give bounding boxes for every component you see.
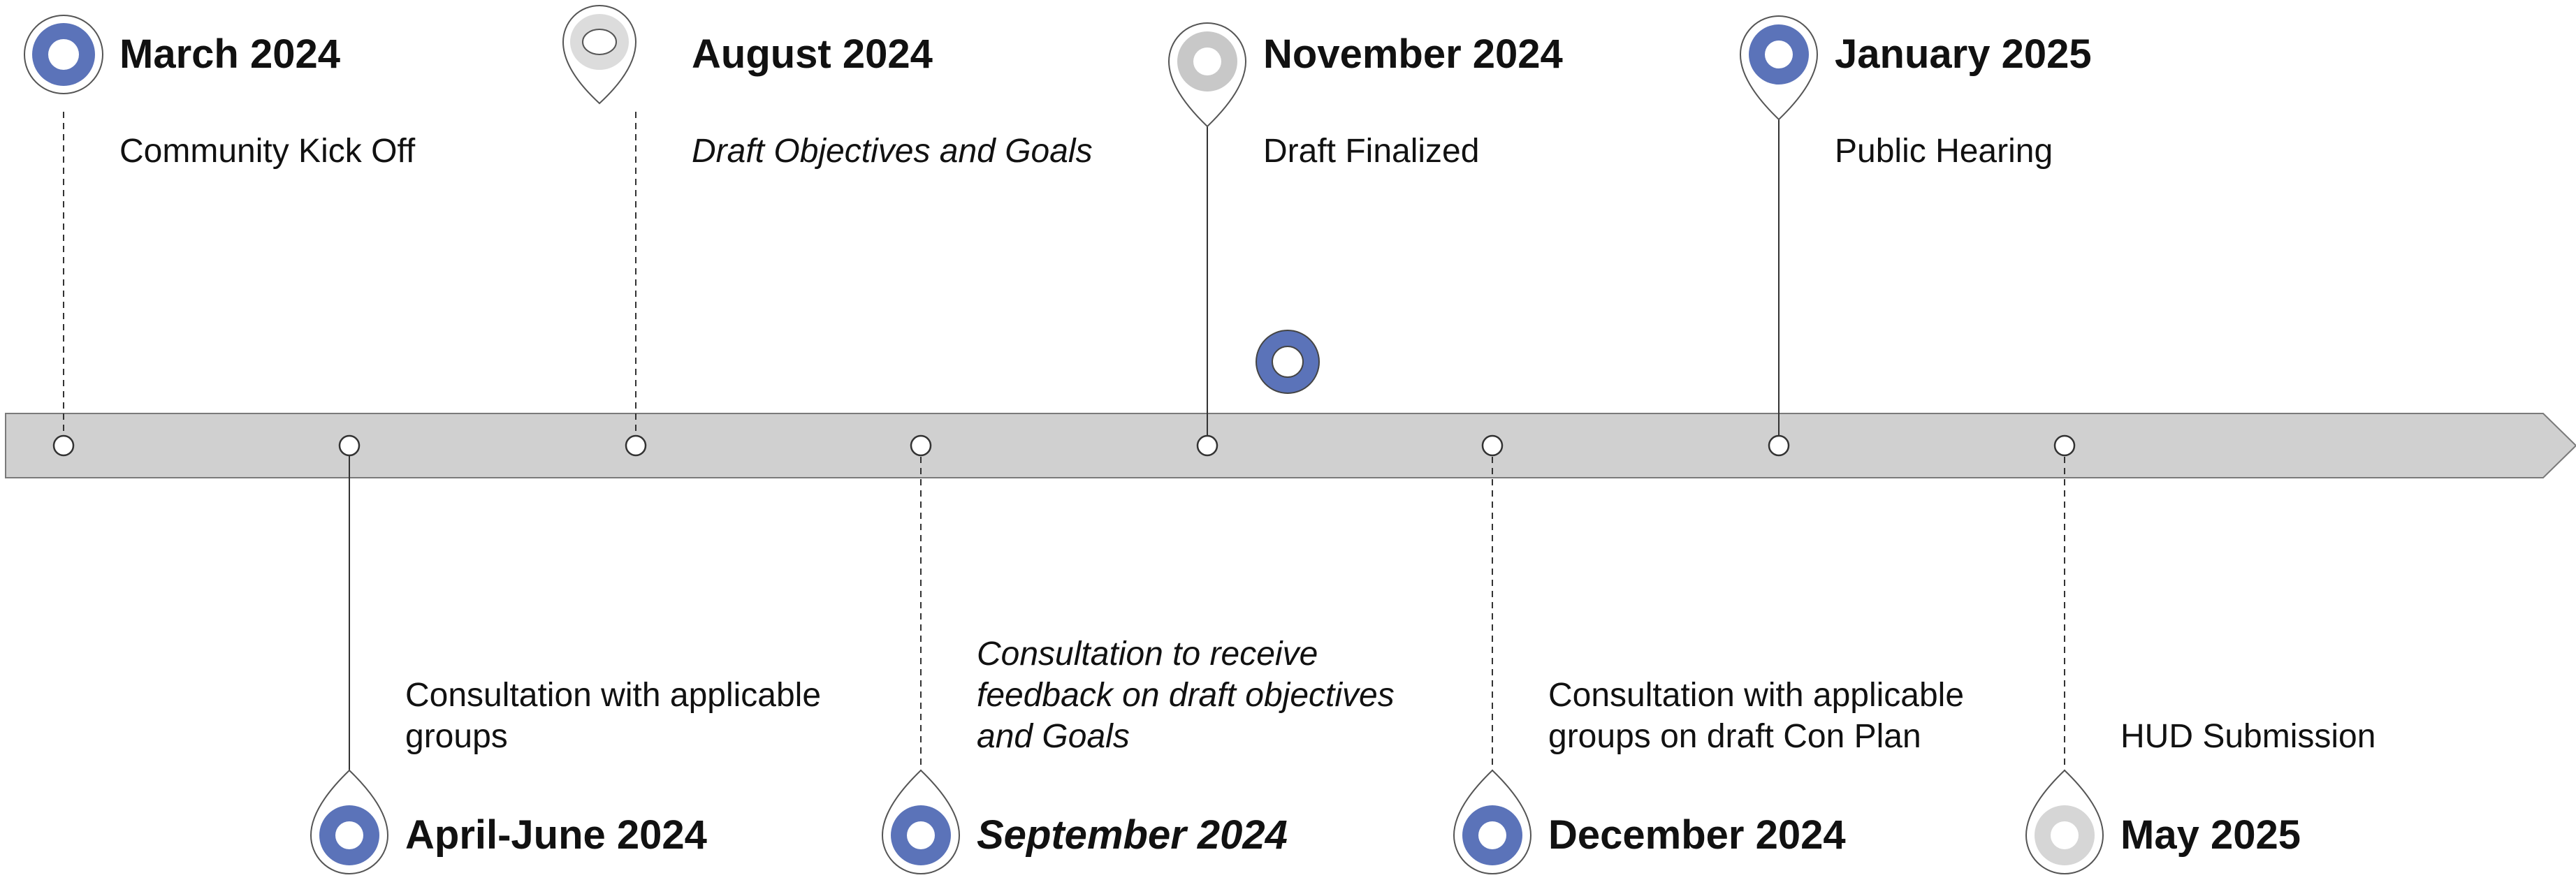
- milestone-title: January 2025: [1835, 31, 2092, 77]
- timeline-dot: [625, 434, 647, 457]
- milestone-description: Consultation to receive: [977, 636, 1318, 673]
- blue-ring-icon: [24, 15, 103, 94]
- milestone-description: Public Hearing: [1835, 133, 2053, 170]
- milestone-description: Draft Finalized: [1263, 133, 1479, 170]
- milestone-title: April-June 2024: [405, 812, 707, 858]
- milestone-description: HUD Submission: [2120, 718, 2375, 755]
- milestone-title: December 2024: [1548, 812, 1846, 858]
- milestone-description: Consultation with applicable: [405, 677, 821, 714]
- milestone-title: November 2024: [1263, 31, 1563, 77]
- timeline-dot: [1196, 434, 1218, 457]
- blue-pin-icon: [310, 769, 389, 874]
- timeline-dot: [1768, 434, 1790, 457]
- milestone-title: March 2024: [119, 31, 340, 77]
- blue-pin-icon: [1739, 15, 1819, 121]
- milestone-description: feedback on draft objectives: [977, 677, 1395, 714]
- timeline-dot: [910, 434, 932, 457]
- gray-pin-icon: [562, 5, 637, 105]
- milestone-description: Community Kick Off: [119, 133, 416, 170]
- milestone-description: groups on draft Con Plan: [1548, 718, 1921, 755]
- milestone-description: Draft Objectives and Goals: [692, 133, 1093, 170]
- timeline-bar: [5, 413, 2576, 478]
- milestone-title: August 2024: [692, 31, 933, 77]
- milestone-description: and Goals: [977, 718, 1130, 755]
- blue-ring-icon: [1256, 330, 1320, 394]
- blue-pin-icon: [1453, 769, 1532, 874]
- blue-pin-icon: [881, 769, 961, 874]
- timeline-dot: [338, 434, 361, 457]
- timeline-dot: [1481, 434, 1504, 457]
- milestone-description: Consultation with applicable: [1548, 677, 1964, 714]
- milestone-title: May 2025: [2120, 812, 2301, 858]
- timeline-dot: [2053, 434, 2076, 457]
- gray-ring-pin-icon: [2025, 769, 2104, 874]
- milestone-title: September 2024: [977, 812, 1288, 858]
- timeline-dot: [52, 434, 75, 457]
- gray-pin-icon: [1167, 22, 1247, 128]
- milestone-description: groups: [405, 718, 508, 755]
